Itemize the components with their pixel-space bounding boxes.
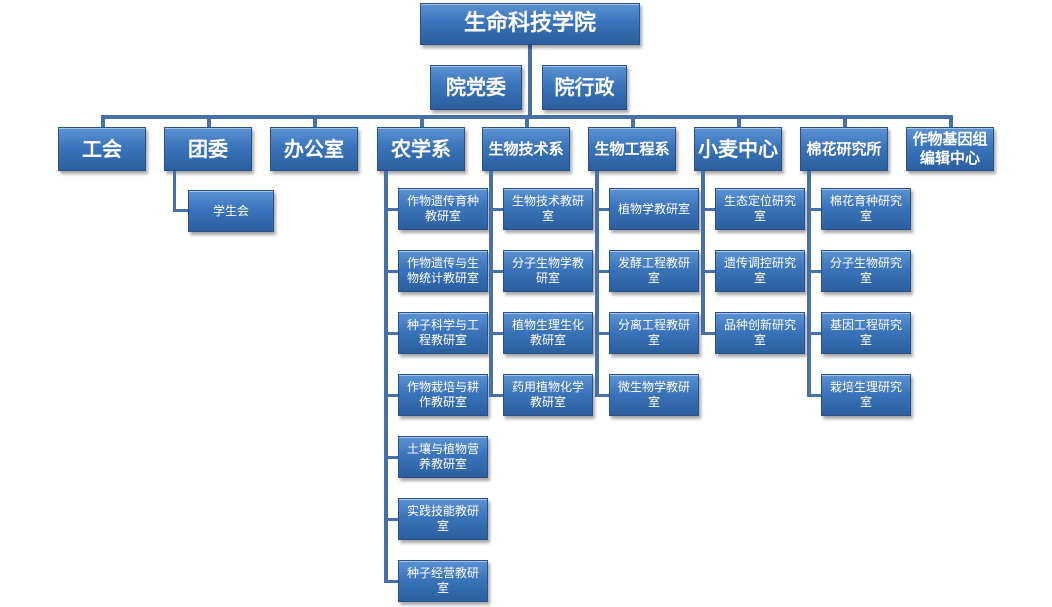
department-node[interactable]: 团委 xyxy=(164,127,252,171)
child-connector xyxy=(701,270,715,273)
child-connector xyxy=(701,208,715,211)
child-connector xyxy=(489,270,503,273)
department-node[interactable]: 办公室 xyxy=(270,127,358,171)
department-node[interactable]: 作物基因组编辑中心 xyxy=(906,127,994,171)
sub-unit-node[interactable]: 植物生理生化教研室 xyxy=(503,312,593,354)
child-connector xyxy=(384,208,398,211)
child-connector xyxy=(489,208,503,211)
department-node[interactable]: 小麦中心 xyxy=(694,127,782,171)
child-connector xyxy=(595,171,599,397)
sub-unit-node[interactable]: 分离工程教研室 xyxy=(609,312,699,354)
sub-unit-node[interactable]: 分子生物研究室 xyxy=(821,250,911,292)
sub-unit-node[interactable]: 种子科学与工程教研室 xyxy=(398,312,488,354)
child-connector xyxy=(489,394,503,397)
child-connector xyxy=(173,171,176,211)
sub-unit-node[interactable]: 棉花育种研究室 xyxy=(821,188,911,230)
child-connector xyxy=(807,208,821,211)
department-node[interactable]: 农学系 xyxy=(377,127,465,171)
sub-unit-node[interactable]: 基因工程研究室 xyxy=(821,312,911,354)
sub-unit-node[interactable]: 植物学教研室 xyxy=(609,188,699,230)
department-connector xyxy=(631,115,635,127)
child-connector xyxy=(807,394,821,397)
sub-unit-node[interactable]: 土壤与植物营养教研室 xyxy=(398,436,488,478)
department-connector xyxy=(843,115,847,127)
sub-unit-node[interactable]: 实践技能教研室 xyxy=(398,498,488,540)
child-connector xyxy=(489,171,493,397)
department-connector xyxy=(949,115,953,127)
child-connector xyxy=(384,171,388,583)
sub-unit-node[interactable]: 作物遗传与生物统计教研室 xyxy=(398,250,488,292)
department-connector xyxy=(420,115,424,127)
department-connector xyxy=(101,115,105,127)
sub-unit-node[interactable]: 药用植物化学教研室 xyxy=(503,374,593,416)
child-connector xyxy=(384,580,398,583)
sub-unit-node[interactable]: 学生会 xyxy=(188,190,274,232)
root-node[interactable]: 生命科技学院 xyxy=(420,3,640,45)
sub-unit-node[interactable]: 微生物学教研室 xyxy=(609,374,699,416)
sub-unit-node[interactable]: 作物栽培与耕作教研室 xyxy=(398,374,488,416)
child-connector xyxy=(384,456,398,459)
sub-unit-node[interactable]: 作物遗传育种教研室 xyxy=(398,188,488,230)
child-connector xyxy=(807,332,821,335)
child-connector xyxy=(595,270,609,273)
child-connector xyxy=(701,332,715,335)
root-connector xyxy=(528,45,532,117)
child-connector xyxy=(489,332,503,335)
child-connector xyxy=(384,518,398,521)
sub-unit-node[interactable]: 生态定位研究室 xyxy=(715,188,805,230)
child-connector xyxy=(701,171,705,335)
sub-unit-node[interactable]: 品种创新研究室 xyxy=(715,312,805,354)
child-connector xyxy=(807,270,821,273)
department-node[interactable]: 生物工程系 xyxy=(588,127,676,171)
department-node[interactable]: 生物技术系 xyxy=(482,127,570,171)
sub-unit-node[interactable]: 生物技术教研室 xyxy=(503,188,593,230)
committee-admin[interactable]: 院行政 xyxy=(542,65,627,110)
sub-unit-node[interactable]: 发酵工程教研室 xyxy=(609,250,699,292)
department-connector xyxy=(737,115,741,127)
department-node[interactable]: 工会 xyxy=(58,127,146,171)
child-connector xyxy=(595,394,609,397)
department-connector xyxy=(313,115,317,127)
department-connector xyxy=(525,115,529,127)
child-connector xyxy=(384,270,398,273)
sub-unit-node[interactable]: 分子生物学教研室 xyxy=(503,250,593,292)
child-connector xyxy=(595,208,609,211)
child-connector xyxy=(384,332,398,335)
child-connector xyxy=(595,332,609,335)
department-node[interactable]: 棉花研究所 xyxy=(800,127,888,171)
sub-unit-node[interactable]: 栽培生理研究室 xyxy=(821,374,911,416)
child-connector xyxy=(173,209,188,212)
sub-unit-node[interactable]: 种子经营教研室 xyxy=(398,560,488,602)
child-connector xyxy=(807,171,811,397)
committee-party[interactable]: 院党委 xyxy=(430,65,522,110)
department-connector xyxy=(207,115,211,127)
sub-unit-node[interactable]: 遗传调控研究室 xyxy=(715,250,805,292)
child-connector xyxy=(384,394,398,397)
